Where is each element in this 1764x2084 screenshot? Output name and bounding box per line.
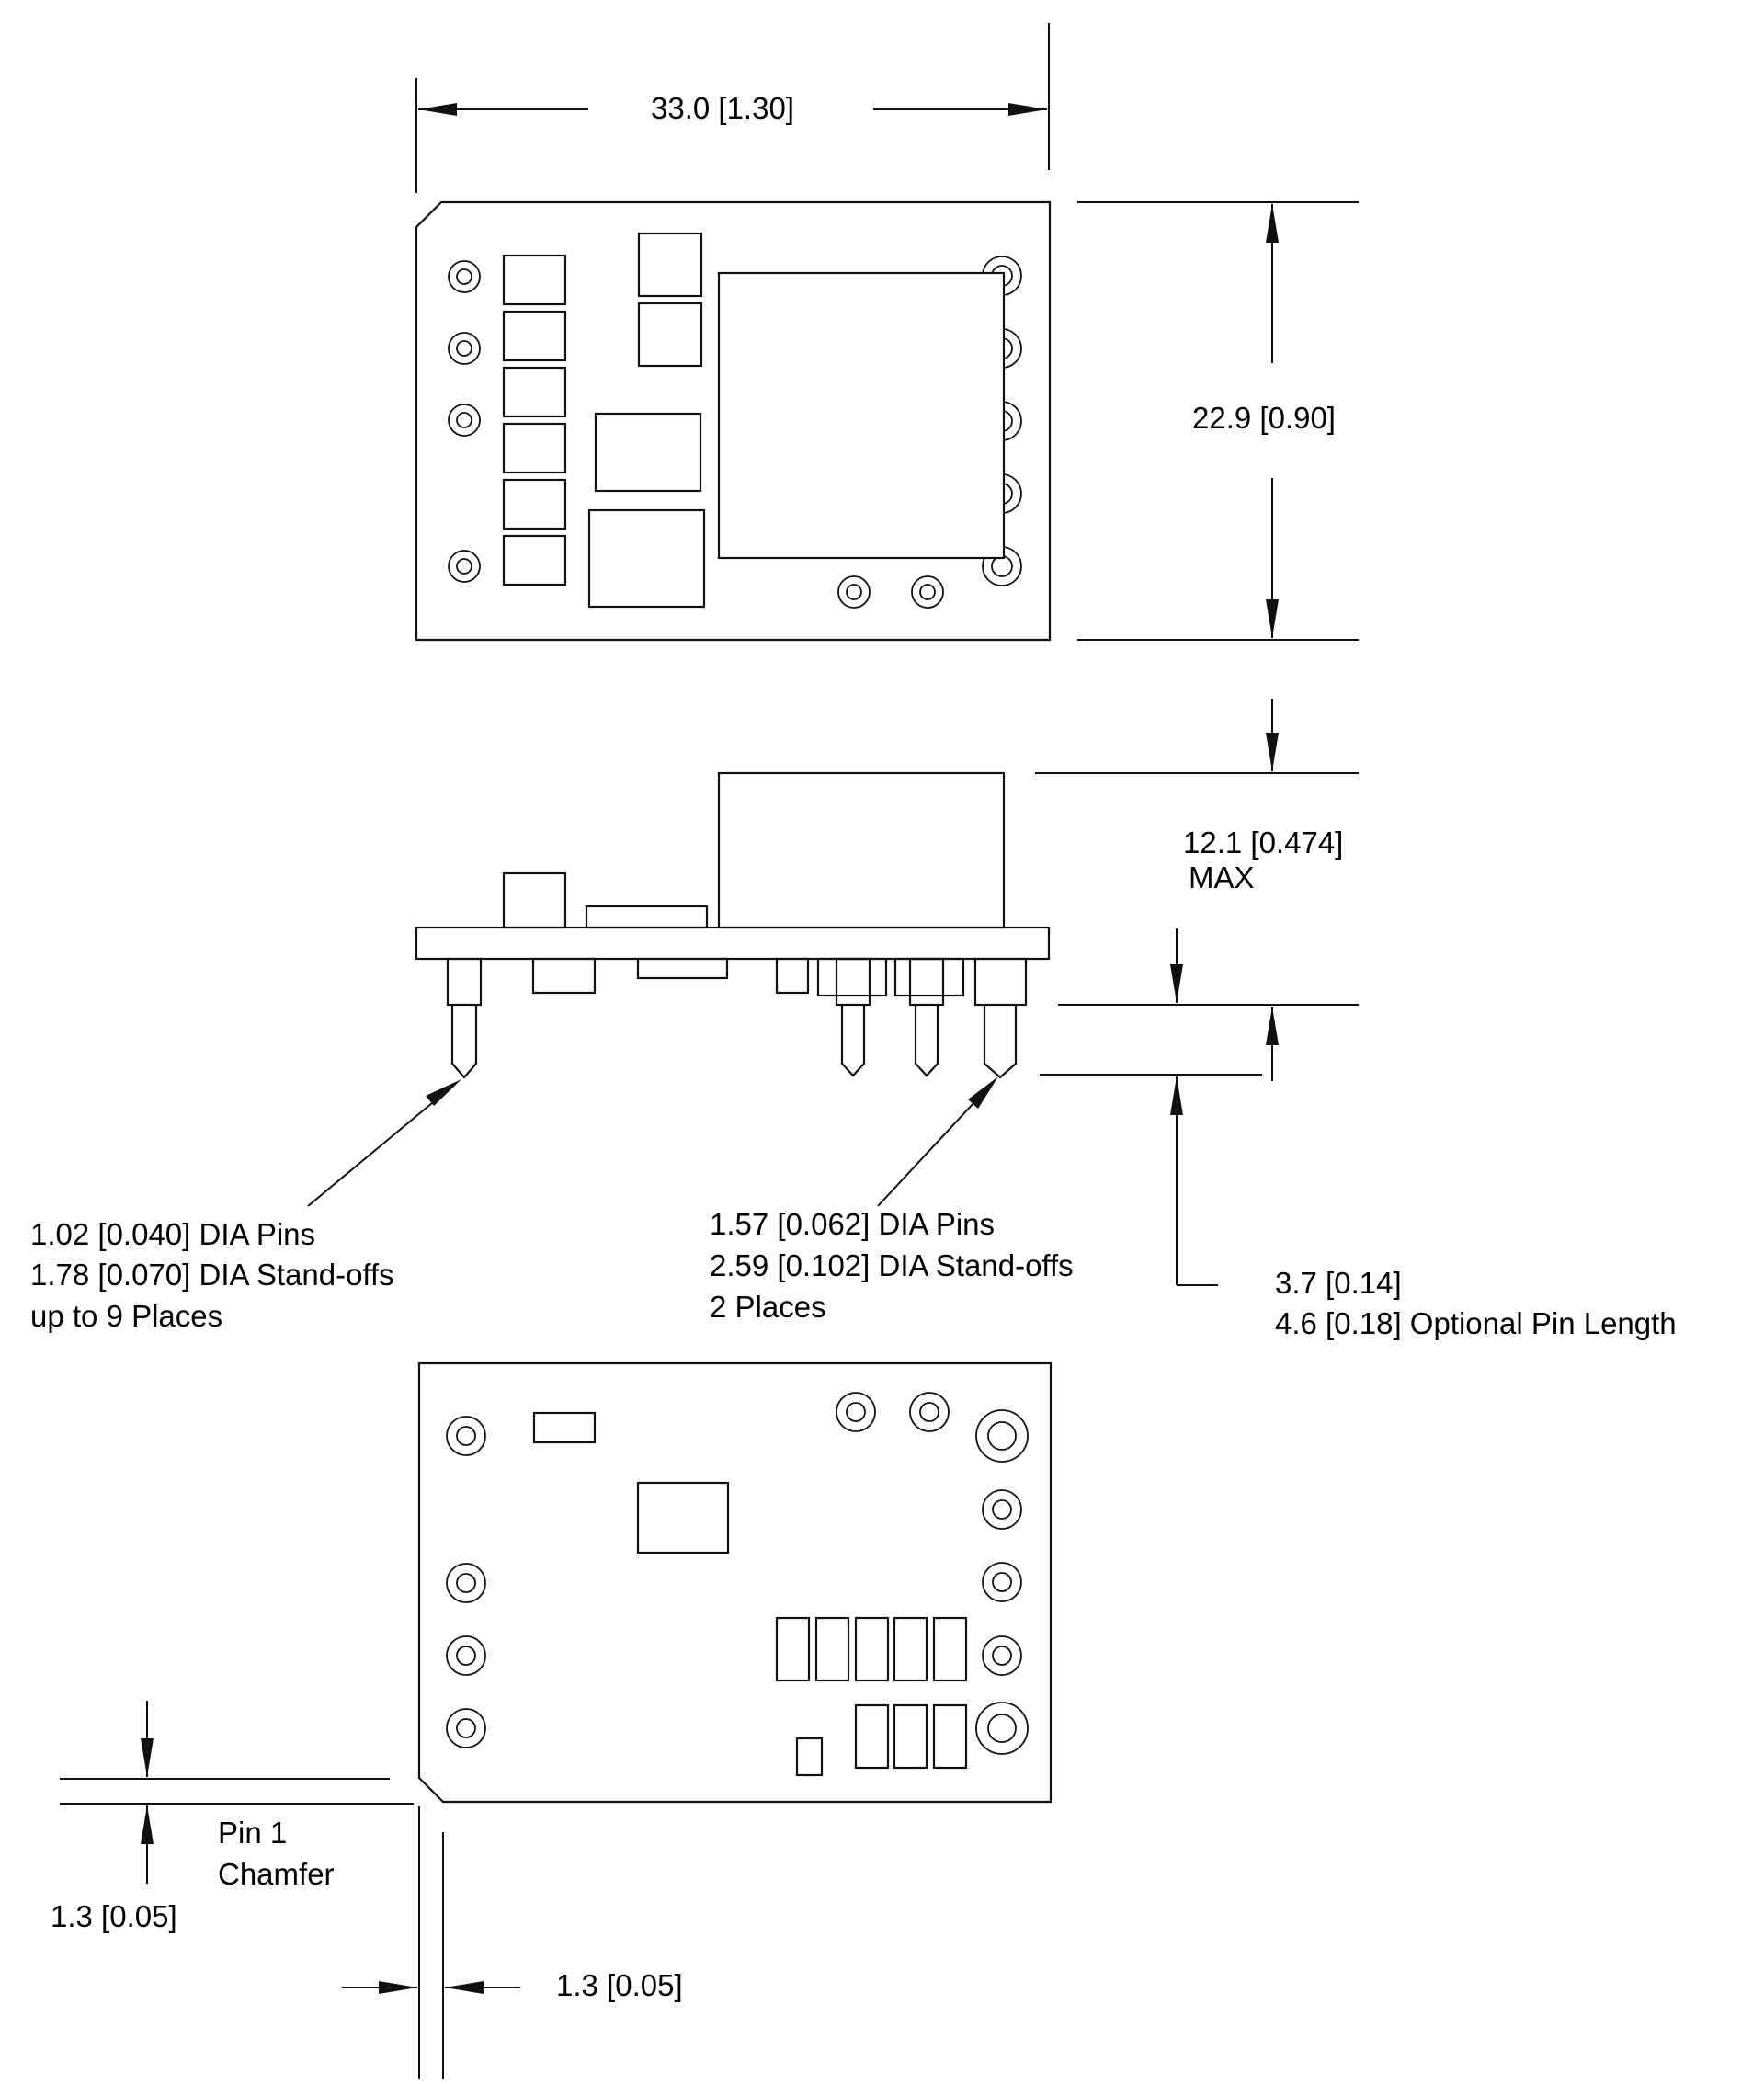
small-pins-line3: up to 9 Places [30, 1299, 222, 1333]
chamfer-vertical-label: 1.3 [0.05] [51, 1899, 177, 1933]
side-view-pins [446, 957, 1028, 1079]
transformer-top [717, 271, 1006, 560]
top-view-components [502, 232, 1006, 609]
large-pins-line3: 2 Places [710, 1290, 826, 1324]
small-pins-line2: 1.78 [0.070] DIA Stand-offs [30, 1258, 394, 1292]
side-view-board [415, 926, 1051, 961]
max-height-label: 12.1 [0.474] [1183, 826, 1343, 860]
bottom-view-right-pins [836, 1392, 1029, 1755]
height-dimension [1077, 201, 1359, 641]
max-height-dimension [1035, 699, 1359, 774]
pin-length-line1: 3.7 [0.14] [1275, 1266, 1402, 1300]
chamfer-note-line1: Pin 1 [218, 1816, 287, 1850]
top-view-left-pins [448, 260, 481, 583]
bottom-view-left-pins [446, 1416, 486, 1748]
width-label: 33.0 [1.30] [651, 91, 794, 125]
side-view-transformer [717, 771, 1006, 929]
bottom-view-components [532, 1411, 968, 1777]
pin-length-line2: 4.6 [0.18] Optional Pin Length [1275, 1306, 1677, 1340]
max-height-label-max: MAX [1189, 860, 1255, 894]
width-dimension [415, 23, 1050, 193]
chamfer-horizontal-label: 1.3 [0.05] [556, 1968, 683, 2002]
chamfer-note-line2: Chamfer [218, 1857, 335, 1891]
bottom-view [60, 1361, 1053, 2079]
large-pins-line2: 2.59 [0.102] DIA Stand-offs [710, 1248, 1074, 1282]
bottom-view-board-outline [417, 1361, 1053, 1804]
pin-length-dimension [1040, 928, 1359, 1286]
chamfer-vertical-dimension [60, 1701, 414, 1884]
height-label: 22.9 [0.90] [1192, 401, 1336, 435]
top-view-board-outline [415, 200, 1052, 642]
small-pins-line1: 1.02 [0.040] DIA Pins [30, 1217, 315, 1251]
side-view [307, 699, 1359, 1286]
labels: 33.0 [1.30] 22.9 [0.90] 12.1 [0.474] MAX… [30, 91, 1677, 2002]
large-pins-line1: 1.57 [0.062] DIA Pins [710, 1207, 995, 1241]
chamfer-horizontal-dimension [342, 1806, 520, 2079]
pin-leaders [307, 1076, 998, 1207]
top-view [415, 23, 1359, 642]
